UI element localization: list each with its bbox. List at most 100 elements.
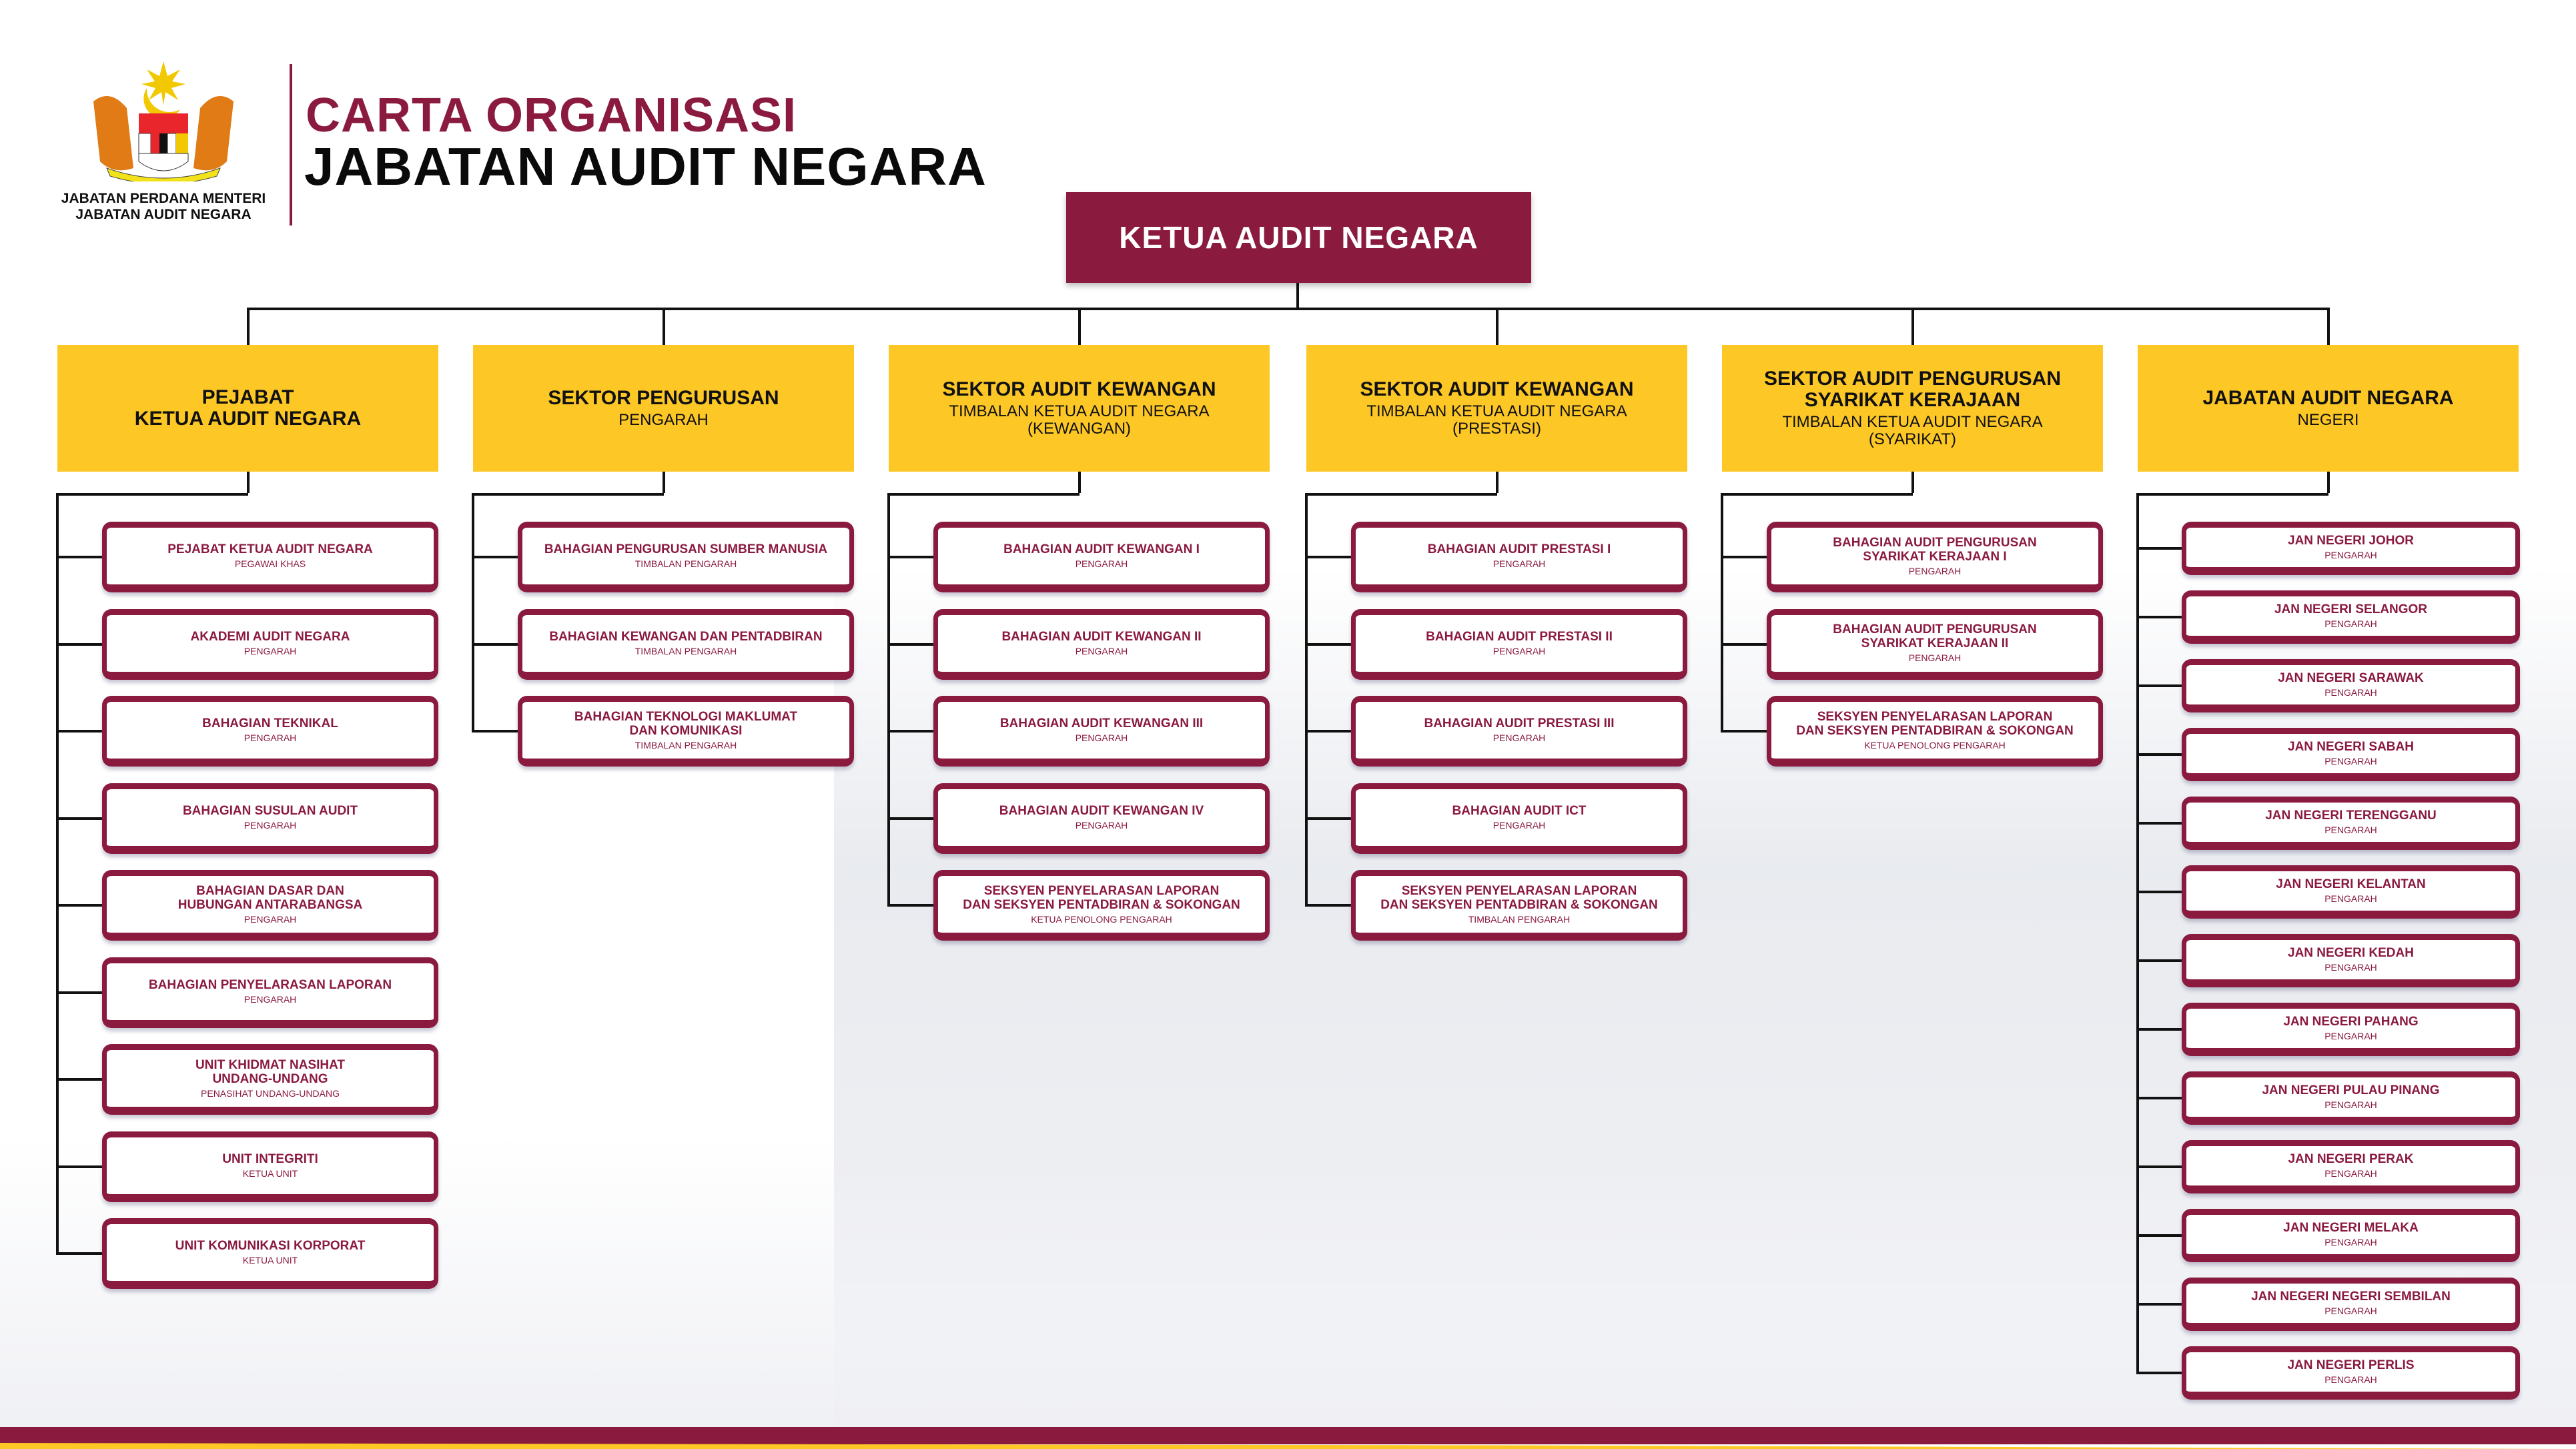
- connector-item: [889, 817, 933, 820]
- connector-header-down: [2326, 472, 2330, 493]
- unit-role: PENGARAH: [1908, 652, 1962, 663]
- unit-role: PENGARAH: [1492, 733, 1546, 743]
- column-subtitle: TIMBALAN KETUA AUDIT NEGARA (PRESTASI): [1366, 402, 1627, 438]
- org-unit-box[interactable]: BAHAGIAN DASAR DAN HUBUNGAN ANTARABANGSA…: [102, 870, 438, 941]
- unit-name: BAHAGIAN AUDIT KEWANGAN I: [1003, 542, 1200, 556]
- org-unit-box[interactable]: SEKSYEN PENYELARASAN LAPORAN DAN SEKSYEN…: [1767, 696, 2103, 767]
- connector-item: [1306, 817, 1351, 820]
- unit-role: PENGARAH: [1492, 819, 1546, 831]
- column-title: JABATAN AUDIT NEGARA: [2202, 387, 2454, 409]
- connector-trunk: [2136, 493, 2139, 1374]
- connector-branch: [473, 493, 664, 496]
- connector-header-down: [1495, 472, 1498, 493]
- unit-name: BAHAGIAN AUDIT PRESTASI III: [1424, 716, 1615, 731]
- unit-role: TIMBALAN PENGARAH: [1468, 913, 1571, 925]
- ketua-audit-negara-box[interactable]: KETUA AUDIT NEGARA: [1066, 192, 1531, 283]
- unit-name: JAN NEGERI SABAH: [2288, 740, 2414, 754]
- column-header[interactable]: PEJABAT KETUA AUDIT NEGARA: [57, 345, 438, 472]
- org-unit-box[interactable]: BAHAGIAN AUDIT PRESTASI III PENGARAH: [1351, 696, 1687, 767]
- unit-role: PENGARAH: [2324, 550, 2377, 560]
- connector-column-drop: [662, 308, 665, 345]
- unit-role: PENGARAH: [1075, 645, 1128, 656]
- connector-branch: [57, 493, 248, 496]
- unit-name: JAN NEGERI SELANGOR: [2274, 602, 2428, 616]
- unit-role: PENGARAH: [2324, 1374, 2377, 1385]
- connector-item: [2138, 1234, 2182, 1237]
- footer-bar-yellow: [0, 1443, 2576, 1449]
- unit-name: BAHAGIAN KEWANGAN DAN PENTADBIRAN: [549, 629, 823, 644]
- unit-name: BAHAGIAN PENYELARASAN LAPORAN: [148, 977, 392, 992]
- unit-role: KETUA UNIT: [242, 1167, 298, 1179]
- unit-role: PENASIHAT UNDANG-UNDANG: [201, 1087, 340, 1099]
- connector-trunk: [887, 493, 890, 907]
- unit-name: BAHAGIAN AUDIT KEWANGAN II: [1001, 629, 1202, 644]
- column-header[interactable]: SEKTOR AUDIT PENGURUSAN SYARIKAT KERAJAA…: [1722, 345, 2103, 472]
- org-unit-box[interactable]: SEKSYEN PENYELARASAN LAPORAN DAN SEKSYEN…: [933, 870, 1270, 941]
- unit-name: UNIT KHIDMAT NASIHAT UNDANG-UNDANG: [195, 1057, 346, 1086]
- connector-item: [1306, 642, 1351, 646]
- unit-role: PENGARAH: [2324, 687, 2377, 698]
- connector-branch: [2138, 493, 2328, 496]
- unit-role: TIMBALAN PENGARAH: [634, 645, 737, 656]
- connector-branch: [889, 493, 1080, 496]
- connector-trunk: [56, 493, 59, 1255]
- unit-name: UNIT INTEGRITI: [222, 1151, 318, 1166]
- unit-name: BAHAGIAN AUDIT KEWANGAN IV: [999, 803, 1204, 818]
- connector-trunk: [1721, 493, 1723, 733]
- org-unit-box[interactable]: BAHAGIAN AUDIT PENGURUSAN SYARIKAT KERAJ…: [1767, 608, 2103, 680]
- connector-item: [889, 642, 933, 646]
- column-title: SEKTOR AUDIT KEWANGAN: [942, 378, 1216, 400]
- connector-header-down: [662, 472, 665, 493]
- unit-name: JAN NEGERI PULAU PINANG: [2262, 1083, 2440, 1097]
- unit-role: PENGARAH: [1492, 558, 1546, 569]
- connector-item: [473, 642, 518, 646]
- unit-name: BAHAGIAN AUDIT PENGURUSAN SYARIKAT KERAJ…: [1833, 622, 2037, 650]
- footer-bar-maroon: [0, 1427, 2576, 1444]
- unit-role: PENGARAH: [2324, 1031, 2377, 1041]
- org-unit-box[interactable]: BAHAGIAN TEKNOLOGI MAKLUMAT DAN KOMUNIKA…: [518, 696, 854, 767]
- connector-item: [1722, 730, 1767, 733]
- org-unit-box[interactable]: SEKSYEN PENYELARASAN LAPORAN DAN SEKSYEN…: [1351, 870, 1687, 941]
- org-unit-box[interactable]: BAHAGIAN AUDIT PENGURUSAN SYARIKAT KERAJ…: [1767, 522, 2103, 592]
- connector-column-drop: [1911, 308, 1914, 345]
- connector-item: [57, 817, 102, 820]
- unit-role: PENGARAH: [244, 733, 297, 743]
- connector-item: [2138, 547, 2182, 550]
- connector-trunk: [472, 493, 474, 733]
- unit-name: JAN NEGERI NEGERI SEMBILAN: [2251, 1290, 2451, 1304]
